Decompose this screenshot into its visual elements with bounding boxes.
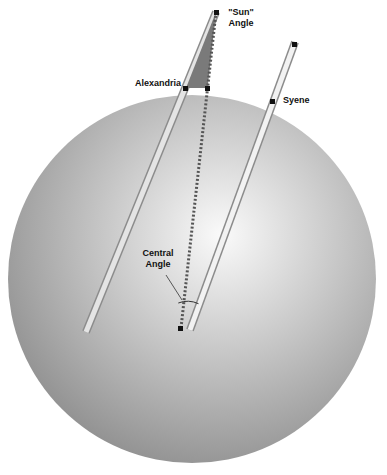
alexandria-dot [183,86,188,91]
sun-dot [292,42,297,47]
earth-globe [8,95,376,463]
sun-angle-wedge [186,12,216,88]
zenith-dot [205,86,210,91]
angle-label: Central Angle [138,248,178,270]
earth-center-dot [178,326,183,331]
central-angle-arc [178,301,198,303]
sun-dot [214,10,219,15]
alexandria-sun-ray [86,12,216,332]
angle-label: "Sun" Angle [223,7,259,29]
leader-line [166,275,182,300]
vertical-dotted-line [181,12,216,328]
place-label: Alexandria [135,78,181,89]
place-label: Syene [283,95,310,106]
syene-dot [270,99,275,104]
